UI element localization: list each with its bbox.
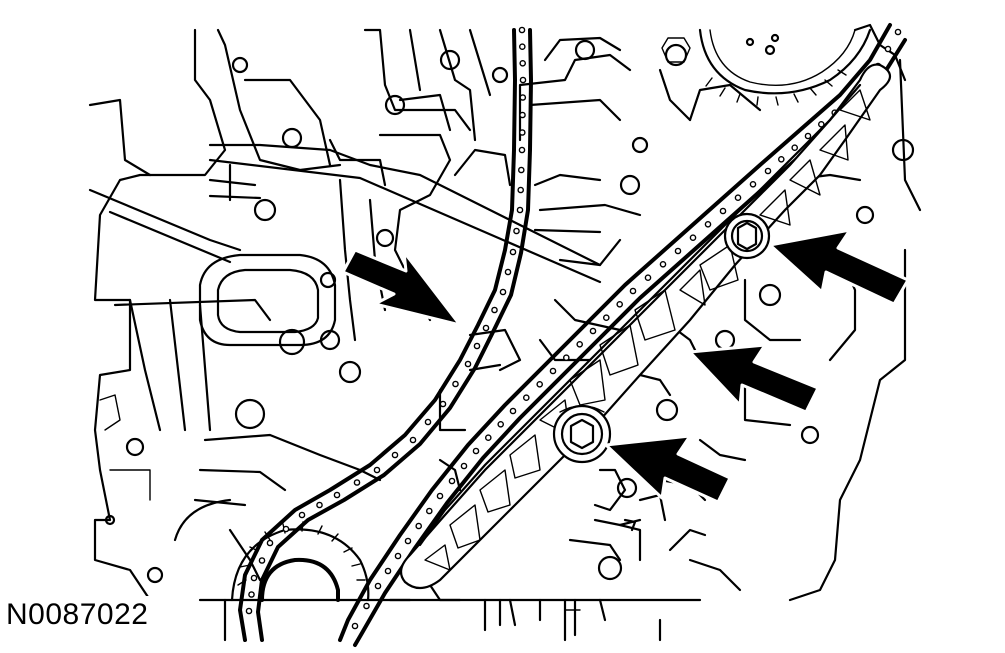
- chain-pin: [518, 146, 526, 154]
- chain-pin: [333, 491, 341, 499]
- chain-pin: [384, 567, 392, 575]
- chain-pin: [473, 342, 481, 350]
- left-timing-chain: [238, 26, 533, 642]
- chain-pin: [518, 26, 526, 34]
- chain-pin: [374, 582, 382, 590]
- chain-pin: [373, 466, 381, 474]
- chain-pin: [576, 340, 584, 348]
- chain-pin: [258, 557, 266, 564]
- chain-pin: [791, 144, 799, 151]
- chain-pin: [764, 167, 772, 175]
- chain-pin: [519, 43, 526, 51]
- chain-pin: [266, 539, 274, 547]
- chain-pin: [316, 501, 323, 509]
- chain-pin: [404, 537, 412, 545]
- callout-arrow-chain-guide: [341, 248, 462, 327]
- chain-pin: [472, 447, 480, 455]
- chain-pin: [549, 367, 557, 375]
- chain-pin: [497, 420, 505, 428]
- callout-arrow-tensioner-arm: [688, 343, 820, 414]
- chain-pin: [464, 360, 472, 368]
- chain-pin: [439, 400, 447, 408]
- upper-guide-bolt: [723, 212, 771, 260]
- chain-pin: [689, 234, 697, 241]
- chain-pin: [282, 525, 290, 533]
- chain-pin: [818, 121, 825, 128]
- callout-arrow-upper-bolt: [768, 228, 910, 306]
- chain-pin: [884, 45, 892, 53]
- chain-pin: [589, 327, 597, 335]
- chain-pin: [778, 155, 785, 163]
- chain-pin: [616, 300, 624, 308]
- chain-pin: [409, 436, 417, 444]
- chain-pin: [519, 111, 526, 119]
- chain-pin: [452, 380, 459, 388]
- chain-pin: [482, 324, 490, 332]
- chain-pin: [351, 622, 359, 630]
- chain-pin: [460, 462, 468, 470]
- chain-pin: [513, 227, 520, 235]
- chain-pin: [425, 507, 433, 515]
- chain-pin: [523, 394, 530, 402]
- chain-pin: [659, 260, 667, 268]
- chain-pin: [519, 76, 527, 84]
- engine-block-outline: [88, 23, 922, 642]
- chain-pin: [436, 492, 444, 500]
- chain-pin: [248, 591, 255, 598]
- chain-pin: [674, 247, 682, 255]
- chain-pin: [749, 180, 757, 188]
- chain-pin: [519, 94, 527, 101]
- chain-pin: [519, 129, 526, 136]
- chain-pin: [391, 451, 399, 459]
- chain-pin: [563, 354, 570, 362]
- chain-pin: [394, 552, 402, 560]
- chain-pin: [704, 220, 712, 228]
- chain-guide: [399, 63, 892, 590]
- chain-pin: [804, 132, 812, 140]
- chain-pin: [518, 166, 525, 174]
- chain-pin: [415, 522, 423, 530]
- callout-arrow-lower-bolt: [604, 434, 732, 504]
- chain-pin: [363, 602, 370, 610]
- chain-pin: [448, 477, 456, 485]
- chain-pin: [499, 288, 507, 296]
- chain-pin: [894, 28, 902, 36]
- chain-pin: [734, 194, 742, 201]
- chain-pin: [509, 407, 517, 415]
- chain-pin: [484, 434, 492, 442]
- chain-pin: [424, 418, 432, 426]
- chain-pin: [250, 574, 258, 582]
- chain-pin: [536, 380, 544, 388]
- chain-pin: [719, 207, 727, 215]
- chain-pin: [504, 268, 512, 276]
- chain-pin: [353, 479, 361, 486]
- chain-pin: [603, 314, 610, 322]
- chain-pin: [491, 306, 498, 314]
- chain-pin: [298, 511, 306, 519]
- chain-pin: [509, 248, 517, 256]
- chain-pin: [516, 206, 524, 214]
- chain-pin: [517, 186, 525, 194]
- chain-pin: [629, 287, 637, 295]
- chain-pin: [245, 607, 253, 615]
- chain-pin: [519, 60, 527, 67]
- chain-pin: [644, 274, 652, 282]
- lower-guide-bolt: [552, 404, 612, 464]
- figure-id-label: N0087022: [4, 596, 155, 634]
